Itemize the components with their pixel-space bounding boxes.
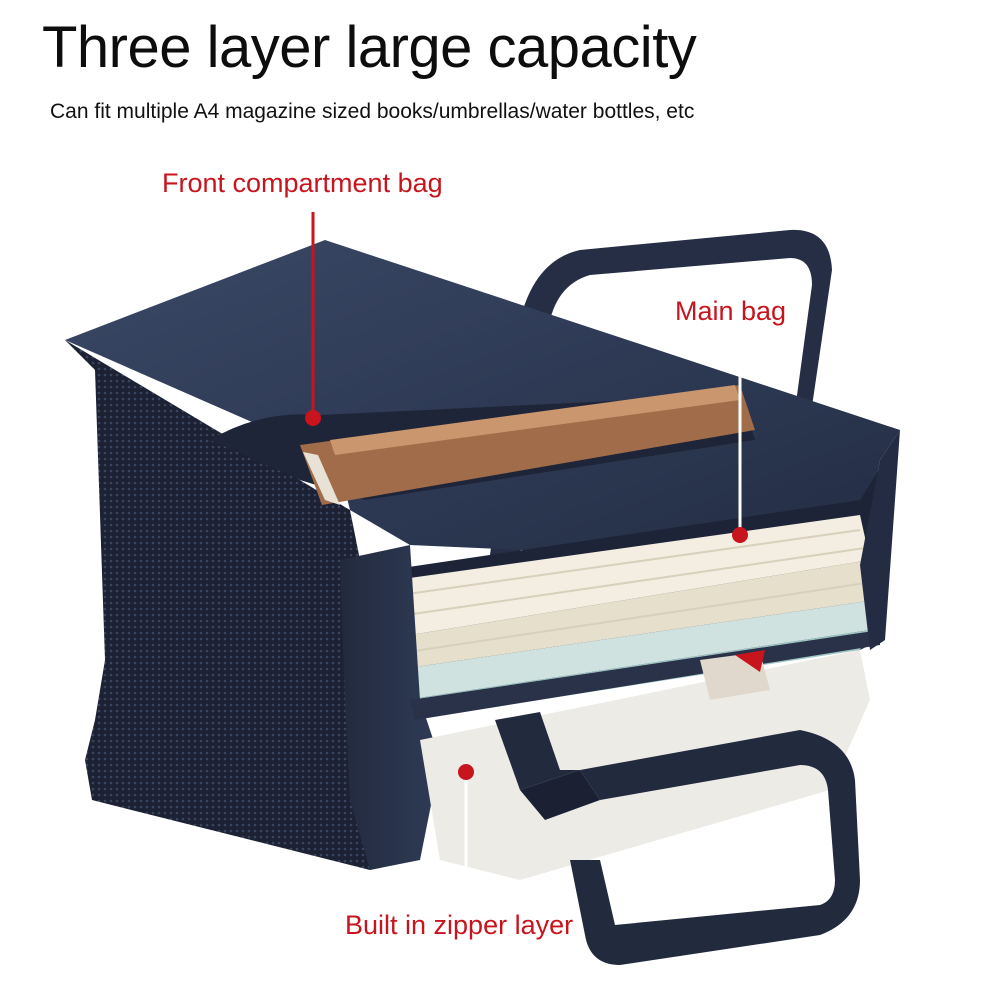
- callout-zipper-layer: Built in zipper layer: [345, 910, 574, 940]
- front-callout-dot: [305, 410, 321, 426]
- callout-main-bag: Main bag: [675, 296, 787, 326]
- main-callout-dot: [732, 527, 748, 543]
- callout-front-compartment: Front compartment bag: [162, 168, 443, 198]
- bag-right-side: [860, 430, 900, 650]
- bag-lower-body: [340, 545, 440, 870]
- zipper-callout-dot: [458, 764, 474, 780]
- page-title: Three layer large capacity: [42, 15, 697, 80]
- page-subtitle: Can fit multiple A4 magazine sized books…: [50, 100, 695, 123]
- mesh-side-pocket: [65, 340, 380, 870]
- front-compartment-panel: [65, 240, 900, 565]
- book-front-pocket: [300, 385, 755, 505]
- front-handle-strap: [570, 730, 860, 965]
